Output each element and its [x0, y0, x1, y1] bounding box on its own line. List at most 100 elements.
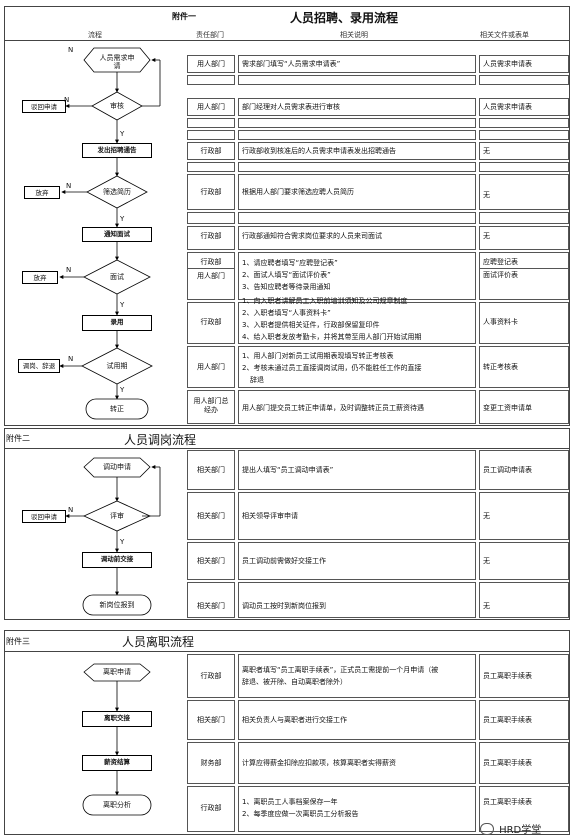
analysis-shape: [82, 794, 152, 816]
doc-cell: [479, 142, 569, 160]
interview-line-1: 1、请应聘者填写“应聘登记表”: [242, 259, 338, 267]
report2-label: 新岗位报到: [99, 601, 135, 609]
desc-cell: [238, 55, 476, 73]
apply3-label: 离职申请: [103, 668, 131, 676]
hire-line-4: 4、给入职者发放考勤卡，并将其带至用人部门开始试用期: [242, 333, 422, 341]
desc-cell: [238, 118, 476, 128]
section3-frame: [4, 630, 570, 835]
doc-cell: [479, 582, 569, 618]
desc-cell: [238, 98, 476, 116]
row5-doc: 无: [483, 232, 490, 240]
doc-cell: [479, 162, 569, 172]
dept-cell: [187, 542, 235, 580]
r3-1-dept: 行政部: [200, 672, 222, 680]
doc-cell: [479, 212, 569, 224]
doc-cell: [479, 55, 569, 73]
dept-cell: [187, 226, 235, 250]
dept-cell: [187, 582, 235, 618]
r2-4-dept: 相关部门: [197, 602, 225, 610]
start-shape: [83, 47, 151, 73]
settle3-box: 薪资结算: [82, 755, 152, 771]
r2-3-doc: 无: [483, 557, 490, 565]
apply2-label: 调动申请: [103, 463, 131, 471]
start-label: 人员需求申请: [99, 54, 135, 70]
handover2-box: 调动前交接: [82, 552, 152, 568]
desc-cell: [238, 742, 476, 784]
reject2-box: 驳回申请: [22, 510, 66, 523]
row9-desc: 用人部门提交员工转正申请单，及时调整转正员工薪资待遇: [242, 404, 424, 412]
r3-4-desc1: 1、离职员工人事档案保存一年: [242, 798, 338, 806]
desc-cell: [238, 346, 476, 388]
row8-doc: 转正考核表: [483, 363, 518, 371]
doc-cell: [479, 390, 569, 424]
post-notice-box: 发出招聘通告: [82, 143, 152, 158]
r2-1-doc: 员工调动申请表: [483, 466, 532, 474]
abandon1-box: 放弃: [24, 186, 60, 199]
desc-cell: [238, 142, 476, 160]
r2-1-desc: 提出人填写“员工调动申请表”: [242, 466, 334, 474]
section1-frame: [4, 6, 570, 426]
section3-title: 人员离职流程: [122, 635, 195, 649]
probation-label: 试用期: [106, 362, 128, 370]
doc-cell: [479, 226, 569, 250]
row4-desc: 根据用人部门要求筛选应聘人员简历: [242, 188, 354, 196]
desc-cell: [238, 212, 476, 224]
desc-cell: [238, 75, 476, 85]
dept-cell: [187, 450, 235, 490]
header-dept: 责任部门: [196, 31, 224, 39]
apply2-shape: [83, 457, 151, 478]
row2-desc: 部门经理对人员需求表进行审核: [242, 103, 340, 111]
row5-dept: 行政部: [200, 232, 222, 240]
watermark-text: HRD学堂: [499, 825, 542, 836]
row3-dept: 行政部: [200, 147, 222, 155]
desc-cell: [238, 162, 476, 172]
reject1-box: 驳回申请: [22, 100, 66, 113]
row2-dept: 用人部门: [197, 103, 225, 111]
doc-cell: [479, 252, 569, 300]
dept-cell: [187, 162, 235, 172]
y-label: Y: [120, 130, 125, 138]
handover3-box: 离职交接: [82, 711, 152, 727]
desc-cell: [238, 390, 476, 424]
row4-dept: 行政部: [200, 188, 222, 196]
hire-line-2: 2、入职者填写“人事资料卡”: [242, 309, 331, 317]
r2-4-desc: 调动员工按时到新岗位报到: [242, 602, 326, 610]
section2-title: 人员调岗流程: [124, 433, 197, 447]
section1-tag: 附件一: [172, 12, 196, 21]
n-label: N: [68, 46, 74, 54]
analysis3-label: 离职分析: [103, 801, 131, 809]
abandon2-box: 放弃: [22, 271, 58, 284]
dept-cell: [187, 302, 235, 344]
row-divider: [479, 268, 569, 269]
interview-label: 面试: [110, 273, 124, 281]
doc-cell: [479, 302, 569, 344]
doc-cell: [479, 346, 569, 388]
r3-3-doc: 员工离职手续表: [483, 759, 532, 767]
dept-cell: [187, 118, 235, 128]
r2-3-dept: 相关部门: [197, 557, 225, 565]
watermark: HRD学堂: [480, 818, 541, 837]
report-shape: [82, 594, 152, 616]
doc-cell: [479, 542, 569, 580]
desc-cell: [238, 130, 476, 140]
row-divider: [187, 268, 235, 269]
row6b-doc: 面试评价表: [483, 271, 518, 279]
r3-4-dept: 行政部: [200, 804, 222, 812]
review-label: 审核: [110, 102, 124, 110]
row7-doc: 人事资料卡: [483, 318, 518, 326]
desc-cell: [238, 226, 476, 250]
review2-label: 评审: [110, 512, 124, 520]
r2-2-dept: 相关部门: [197, 512, 225, 520]
desc-cell: [238, 542, 476, 580]
doc-cell: [479, 450, 569, 490]
desc-cell: [238, 786, 476, 832]
section2-tag: 附件二: [6, 434, 30, 443]
row5-desc: 行政部通知符合需求岗位要求的人员来司面试: [242, 232, 382, 240]
row9-dept: 用人部门总经办: [193, 397, 229, 414]
r2-3-desc: 员工调动前需做好交接工作: [242, 557, 326, 565]
dept-cell: [187, 742, 235, 784]
row1-dept: 用人部门: [197, 60, 225, 68]
doc-cell: [479, 492, 569, 540]
dept-cell: [187, 252, 235, 300]
desc-cell: [238, 450, 476, 490]
